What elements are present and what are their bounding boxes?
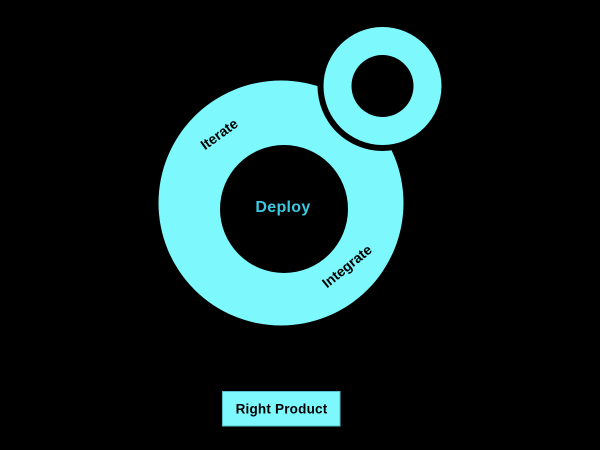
- right-product-label: Right Product: [236, 402, 328, 417]
- main-ring-hole: [220, 145, 348, 273]
- right-product-box-rect: [222, 391, 341, 427]
- small-loop-ring: [317, 21, 448, 151]
- small-ring-hole: [351, 55, 414, 117]
- main-loop-ring: [158, 80, 404, 326]
- right-product-box: Right Product: [222, 391, 341, 427]
- deploy-label: Deploy: [255, 199, 310, 216]
